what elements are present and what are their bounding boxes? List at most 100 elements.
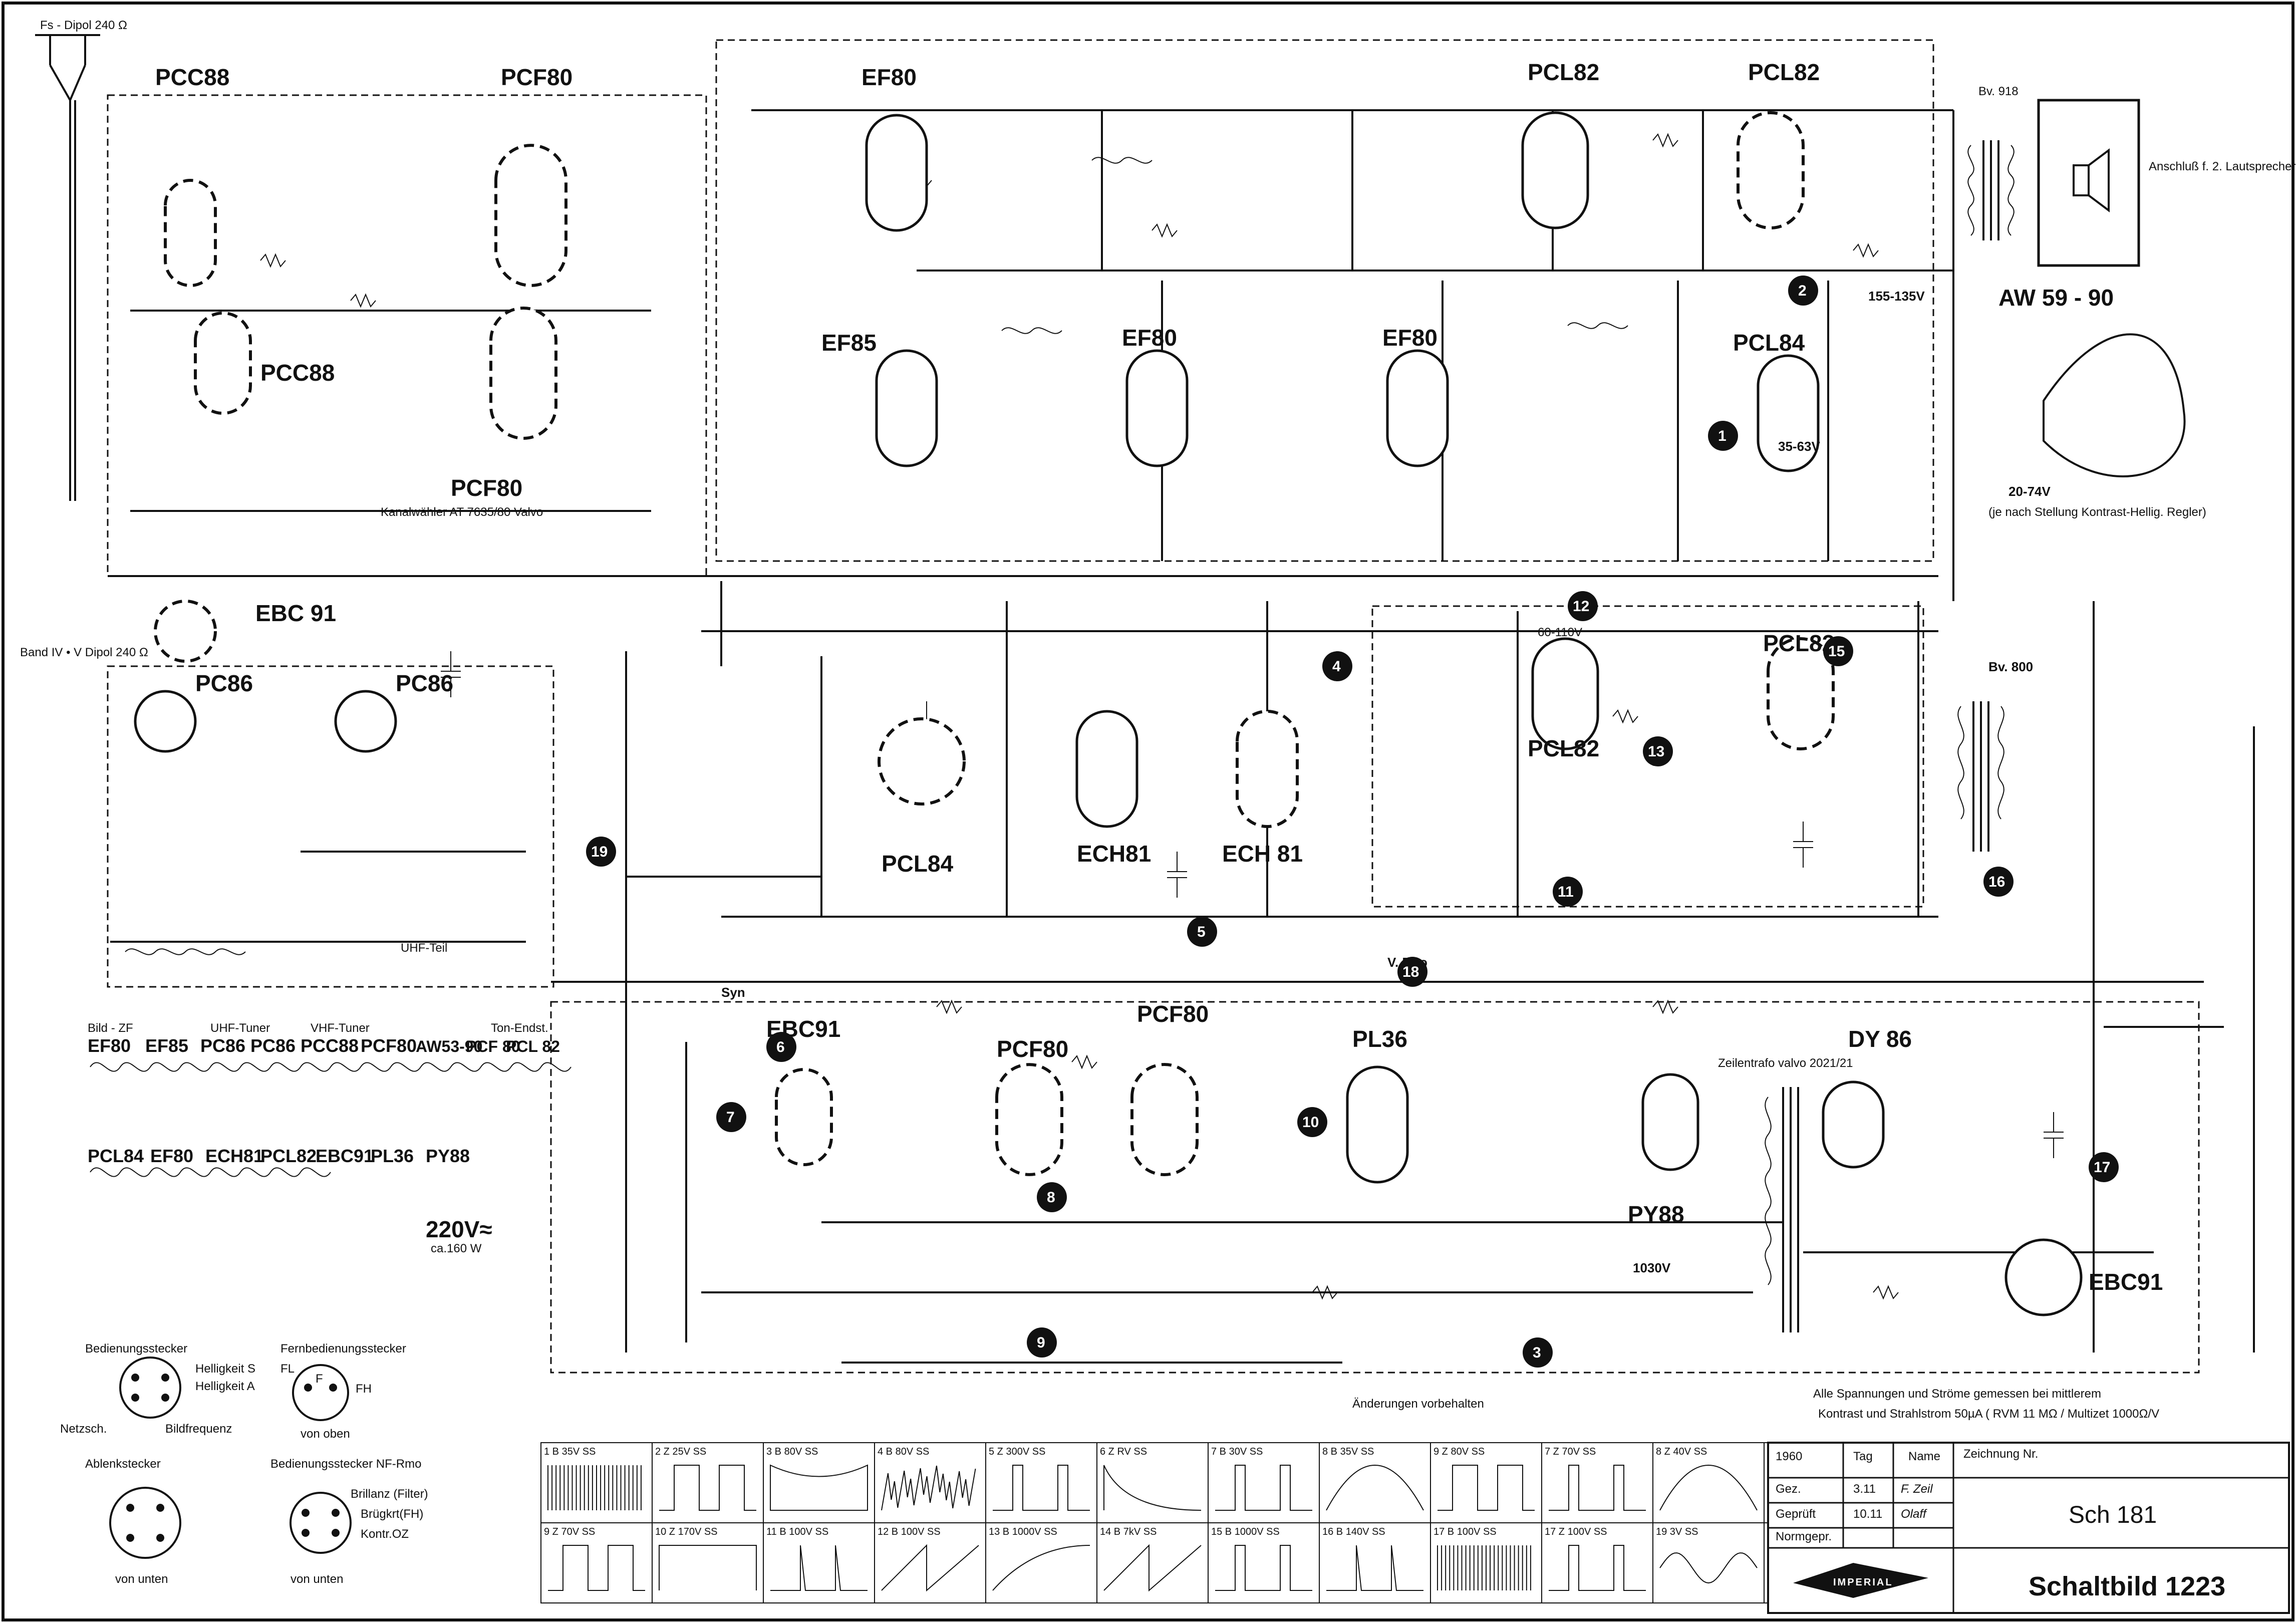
svg-text:10: 10 <box>1302 1114 1319 1131</box>
svg-text:EF80: EF80 <box>150 1146 193 1166</box>
tube-label: PC86 <box>396 670 453 696</box>
oscillogram-trace <box>1215 1545 1312 1591</box>
tube-label: PCL82 <box>1528 735 1599 761</box>
callout-15: 15 <box>1823 636 1853 666</box>
antenna-input: Fs - Dipol 240 Ω <box>35 19 127 501</box>
tube-pc86-2: PC86 <box>334 670 453 753</box>
tube-ef80-3: EF80 <box>1382 325 1449 467</box>
oscillogram-cell: 17 B 100V SS <box>1430 1522 1542 1603</box>
svg-text:Brillanz (Filter): Brillanz (Filter) <box>351 1487 428 1501</box>
oscillogram-label: 10 Z 170V SS <box>655 1526 718 1537</box>
oscillogram-cell: 4 B 80V SS <box>874 1442 986 1523</box>
svg-text:PCL 82: PCL 82 <box>506 1037 560 1055</box>
tube-label: PC86 <box>195 670 253 696</box>
tube-label: DY 86 <box>1848 1026 1912 1052</box>
tube-label: PCC88 <box>155 64 229 90</box>
deflection-box <box>550 1001 2200 1374</box>
svg-text:PCL82: PCL82 <box>260 1146 317 1166</box>
v-range-label: 20-74V <box>2008 484 2051 499</box>
callout-13: 13 <box>1643 736 1673 766</box>
oscillogram-trace <box>547 1465 642 1510</box>
tube-ech81-1: ECH81 <box>1075 710 1151 867</box>
wiring <box>108 109 2255 1364</box>
speaker-label: Anschluß f. 2. Lautsprecher 5 Ω <box>2149 160 2296 173</box>
svg-text:15: 15 <box>1828 643 1845 660</box>
callout-18: 18 <box>1397 957 1427 987</box>
svg-text:PCF80: PCF80 <box>361 1035 417 1056</box>
svg-text:von unten: von unten <box>115 1572 168 1586</box>
tube-ef80-2: EF80 <box>1122 325 1189 467</box>
contrast-note: (je nach Stellung Kontrast-Hellig. Regle… <box>1988 505 2206 519</box>
tube-label: PCL84 <box>882 851 954 877</box>
brand-text: IMPERIAL <box>1833 1577 1893 1588</box>
tube-label: EF80 <box>1382 325 1438 351</box>
tube-label: ECH 81 <box>1222 841 1303 867</box>
svg-text:8: 8 <box>1047 1189 1055 1206</box>
svg-text:EBC91: EBC91 <box>316 1146 374 1166</box>
oscillogram-label: 17 Z 100V SS <box>1545 1526 1607 1537</box>
oscillogram-cell: 6 Z RV SS <box>1096 1442 1209 1523</box>
tube-label: EBC91 <box>2089 1269 2163 1295</box>
oscillogram-trace <box>770 1464 868 1511</box>
tube-label: EF85 <box>821 330 877 356</box>
svg-text:5: 5 <box>1197 924 1206 940</box>
tube-label: PCL82 <box>1763 630 1835 656</box>
svg-text:VHF-Tuner: VHF-Tuner <box>311 1021 370 1035</box>
oscillogram-label: 9 Z 70V SS <box>544 1526 595 1537</box>
oscillogram-label: 8 B 35V SS <box>1322 1446 1374 1457</box>
oscillogram-cell: 10 Z 170V SS <box>652 1522 764 1603</box>
oscillogram-cell: 8 B 35V SS <box>1319 1442 1431 1523</box>
svg-text:PC86: PC86 <box>250 1035 296 1056</box>
oscillogram-label: 19 3V SS <box>1656 1526 1698 1537</box>
svg-text:Helligkeit S: Helligkeit S <box>195 1362 255 1376</box>
svg-text:17: 17 <box>2094 1159 2110 1176</box>
svg-text:PCC88: PCC88 <box>301 1035 359 1056</box>
tube-label: PCF80 <box>997 1036 1068 1062</box>
callout-2: 2 <box>1788 276 1818 306</box>
line-transformer: Zeilentrafo valvo 2021/21 <box>1718 1056 1853 1332</box>
oscillogram-cell: 17 Z 100V SS <box>1541 1522 1653 1603</box>
tube-dy86: DY 86 <box>1822 1026 1912 1169</box>
oscillogram-cell: 13 B 1000V SS <box>985 1522 1097 1603</box>
svg-text:Netzsch.: Netzsch. <box>60 1422 107 1436</box>
oscillogram-cell: 19 3V SS <box>1652 1522 1765 1603</box>
oscillogram-cell: 11 B 100V SS <box>763 1522 875 1603</box>
tube-pcl82-2: PCL82 <box>1737 59 1820 229</box>
oscillogram-label: 17 B 100V SS <box>1433 1526 1497 1537</box>
zeilentrafo-label: Zeilentrafo valvo 2021/21 <box>1718 1056 1853 1070</box>
tube-pcl82-4: PCL82 <box>1763 630 1835 750</box>
connector-fernbedienungsstecker: Fernbedienungsstecker FL F FH von oben <box>280 1342 406 1441</box>
tube-label: PCL82 <box>1528 59 1599 85</box>
oscillogram-label: 3 B 80V SS <box>766 1446 818 1457</box>
tube-pcf80-1: PCF80 <box>494 64 572 287</box>
oscillogram-cell: 12 B 100V SS <box>874 1522 986 1603</box>
callout-17: 17 <box>2089 1152 2119 1182</box>
svg-text:18: 18 <box>1402 964 1419 980</box>
mains-label: 220V≈ <box>426 1216 492 1242</box>
oscillogram-trace <box>881 1465 976 1511</box>
connector-ablenkstecker: Ablenkstecker von unten <box>85 1457 181 1586</box>
svg-text:12: 12 <box>1573 598 1589 615</box>
oscillogram-cell: 2 Z 25V SS <box>652 1442 764 1523</box>
oscillogram-trace <box>1438 1465 1535 1511</box>
svg-text:Kontr.OZ: Kontr.OZ <box>361 1527 409 1541</box>
brand-logo: IMPERIAL <box>1793 1563 1928 1598</box>
tb-row1-name: F. Zeil <box>1901 1482 1933 1496</box>
svg-text:3: 3 <box>1533 1344 1541 1361</box>
tube-pcc88-1: PCC88 <box>155 64 229 287</box>
callout-16: 16 <box>1983 867 2014 897</box>
svg-text:PL36: PL36 <box>371 1146 414 1166</box>
svg-text:FL: FL <box>280 1362 295 1376</box>
tube-pcl82-3: PCL82 <box>1528 637 1599 761</box>
oscillogram-cell: 16 B 140V SS <box>1319 1522 1431 1603</box>
svg-text:ECH81: ECH81 <box>205 1146 263 1166</box>
oscillogram-label: 8 Z 40V SS <box>1656 1446 1707 1457</box>
svg-text:9: 9 <box>1037 1334 1045 1351</box>
callout-3: 3 <box>1523 1337 1553 1368</box>
svg-text:6: 6 <box>776 1039 785 1055</box>
callout-7: 7 <box>716 1102 746 1132</box>
callout-9: 9 <box>1027 1327 1057 1358</box>
svg-text:F: F <box>316 1372 323 1386</box>
voltage-1030-label: 1030V <box>1633 1260 1671 1275</box>
oscillogram-label: 5 Z 300V SS <box>989 1446 1045 1457</box>
